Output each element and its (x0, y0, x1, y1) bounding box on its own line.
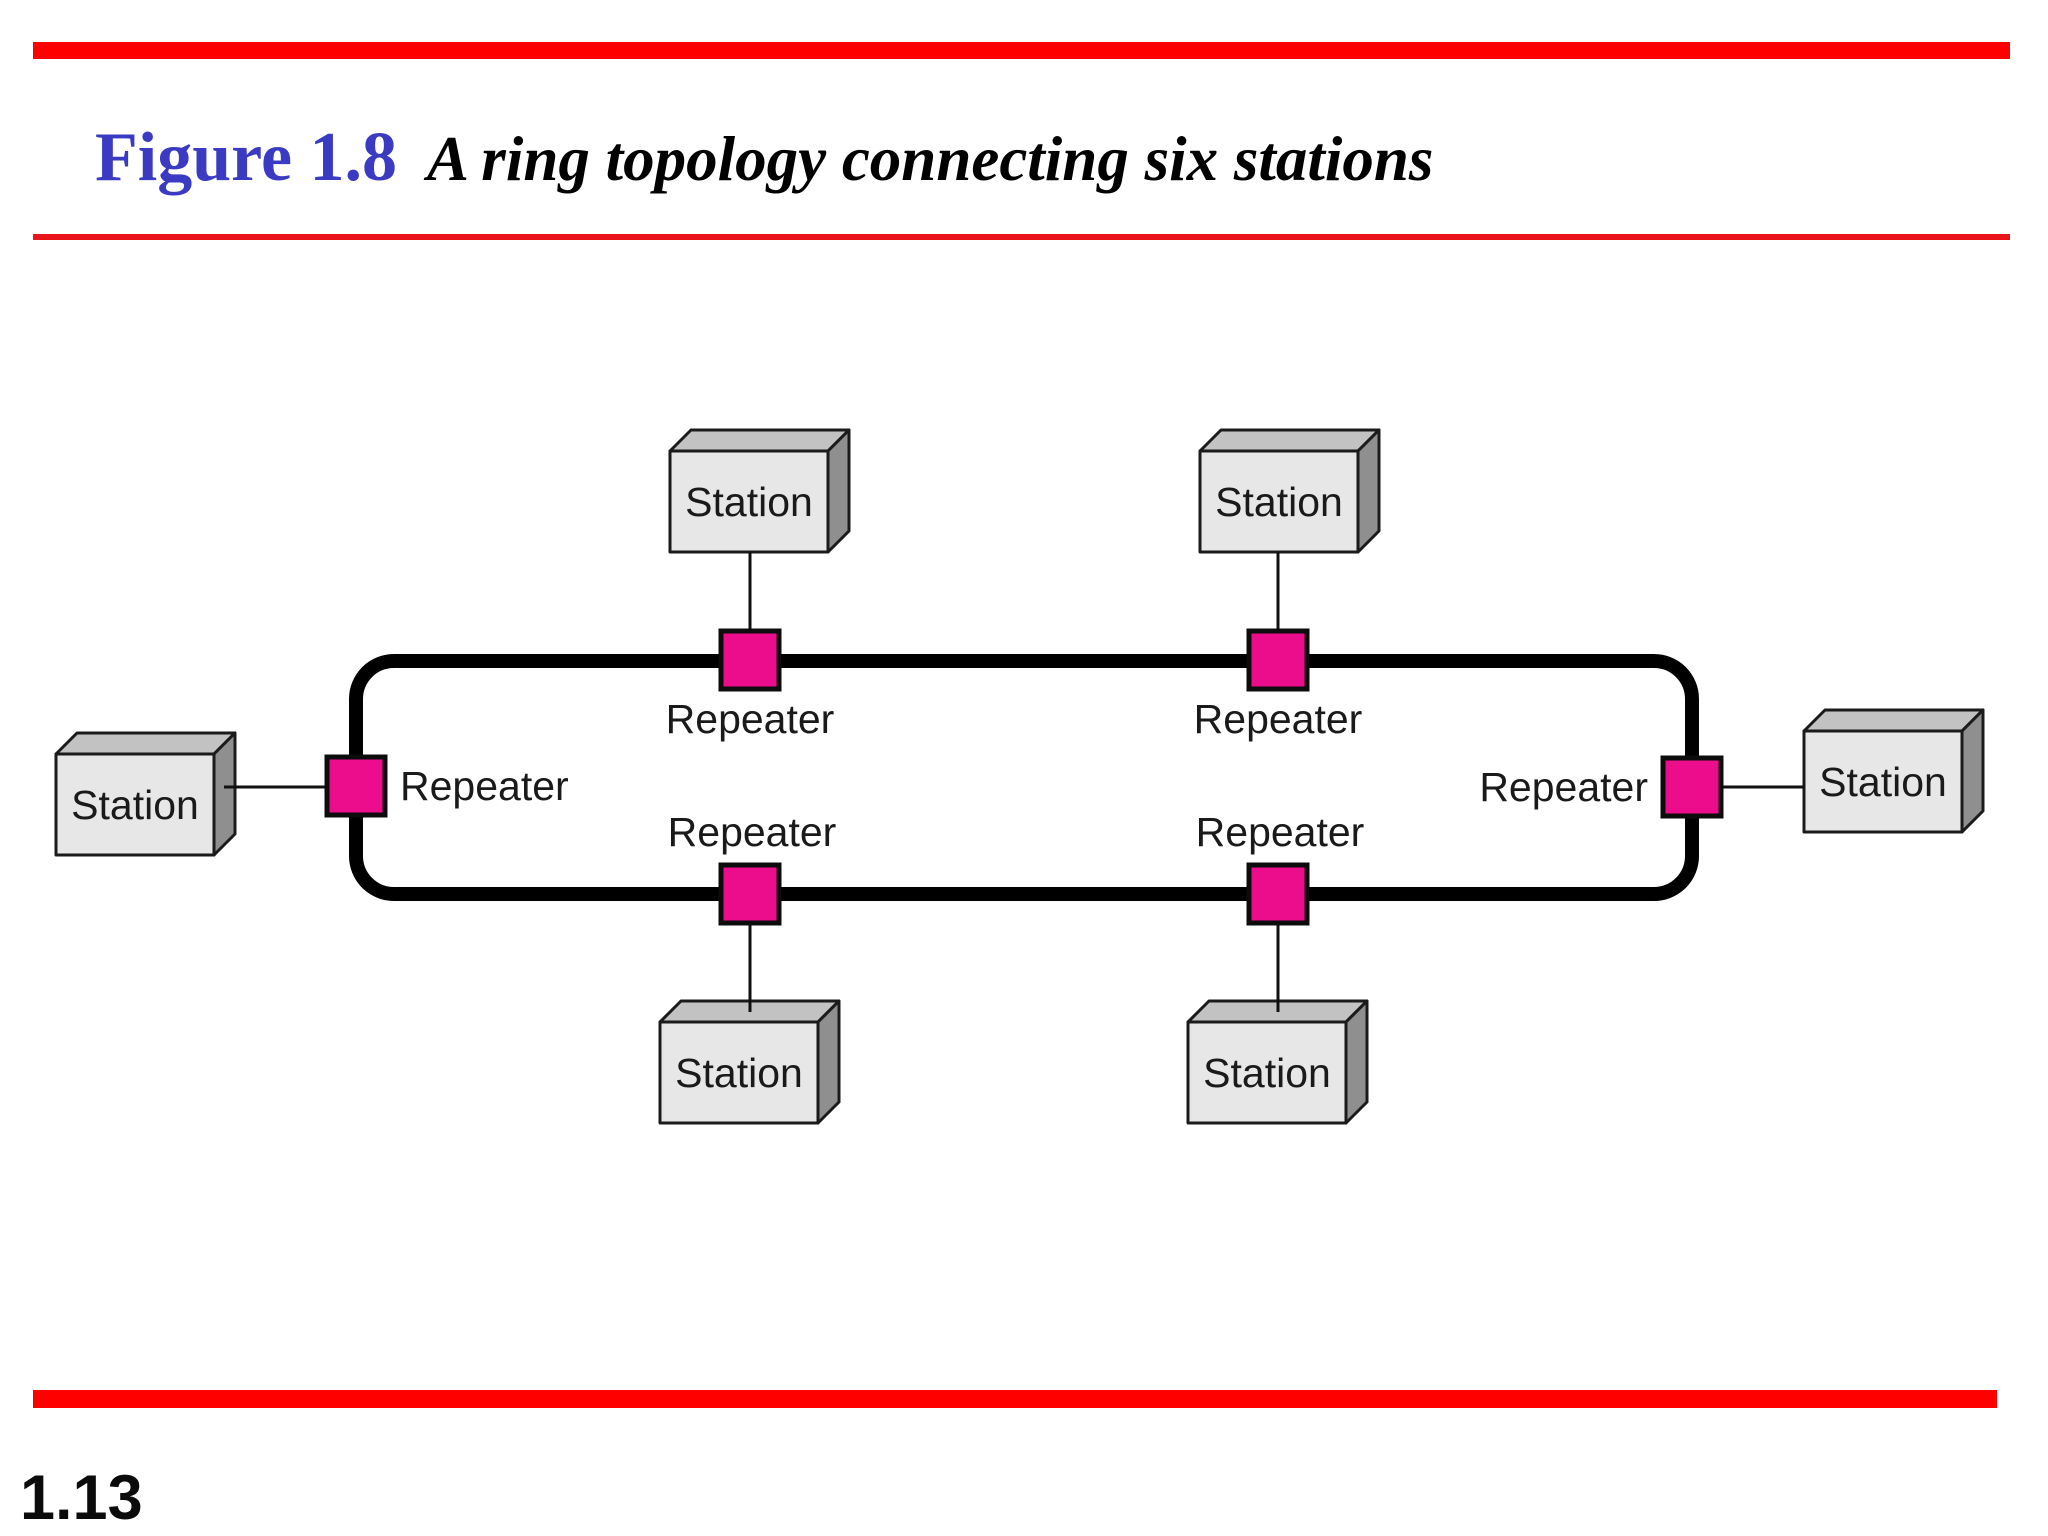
title-row: Figure 1.8 A ring topology connecting si… (95, 123, 1433, 193)
station-box-bottom-right: Station (1186, 999, 1369, 1125)
station-label: Station (71, 782, 199, 828)
figure-number: Figure 1.8 (95, 119, 398, 196)
station-top-face (1802, 708, 1985, 733)
station-side-face (826, 428, 851, 554)
station-front-face (1198, 449, 1360, 554)
station-box-right: Station (1802, 708, 1985, 834)
station-label: Station (685, 479, 813, 525)
station-front-face (668, 449, 830, 554)
station-box-top-left: Station (668, 428, 851, 554)
station-label: Station (675, 1050, 803, 1096)
repeater-square-bottom-right (1246, 862, 1310, 926)
station-front-face (1186, 1020, 1348, 1125)
station-top-face (54, 731, 237, 756)
repeater-square-top-left (718, 628, 782, 692)
station-side-face (1344, 999, 1369, 1125)
repeater-square-right (1660, 755, 1724, 819)
station-label: Station (1819, 759, 1947, 805)
page-number: 1.13 (20, 1463, 143, 1533)
repeater-label-right: Repeater (1479, 764, 1648, 810)
station-side-face (816, 999, 841, 1125)
station-box-bottom-left: Station (658, 999, 841, 1125)
station-box-left: Station (54, 731, 237, 857)
station-front-face (658, 1020, 820, 1125)
repeater-label-bottom-right: Repeater (1196, 809, 1365, 855)
station-label: Station (1215, 479, 1343, 525)
repeater-square-left (324, 754, 388, 818)
repeater-label-bottom-left: Repeater (668, 809, 837, 855)
repeater-label-left: Repeater (400, 763, 569, 809)
station-top-face (668, 428, 851, 453)
repeater-square-bottom-left (718, 862, 782, 926)
station-front-face (1802, 729, 1964, 834)
station-top-face (1198, 428, 1381, 453)
title-underline (33, 234, 2010, 240)
figure-caption: A ring topology connecting six stations (427, 124, 1434, 194)
bottom-red-bar (33, 1390, 1997, 1408)
station-side-face (1356, 428, 1381, 554)
station-front-face (54, 752, 216, 857)
top-red-bar (33, 42, 2010, 59)
repeater-square-top-right (1246, 628, 1310, 692)
repeater-label-top-left: Repeater (666, 696, 835, 742)
repeater-label-top-right: Repeater (1194, 696, 1363, 742)
station-label: Station (1203, 1050, 1331, 1096)
station-side-face (212, 731, 237, 857)
station-box-top-right: Station (1198, 428, 1381, 554)
station-side-face (1960, 708, 1985, 834)
